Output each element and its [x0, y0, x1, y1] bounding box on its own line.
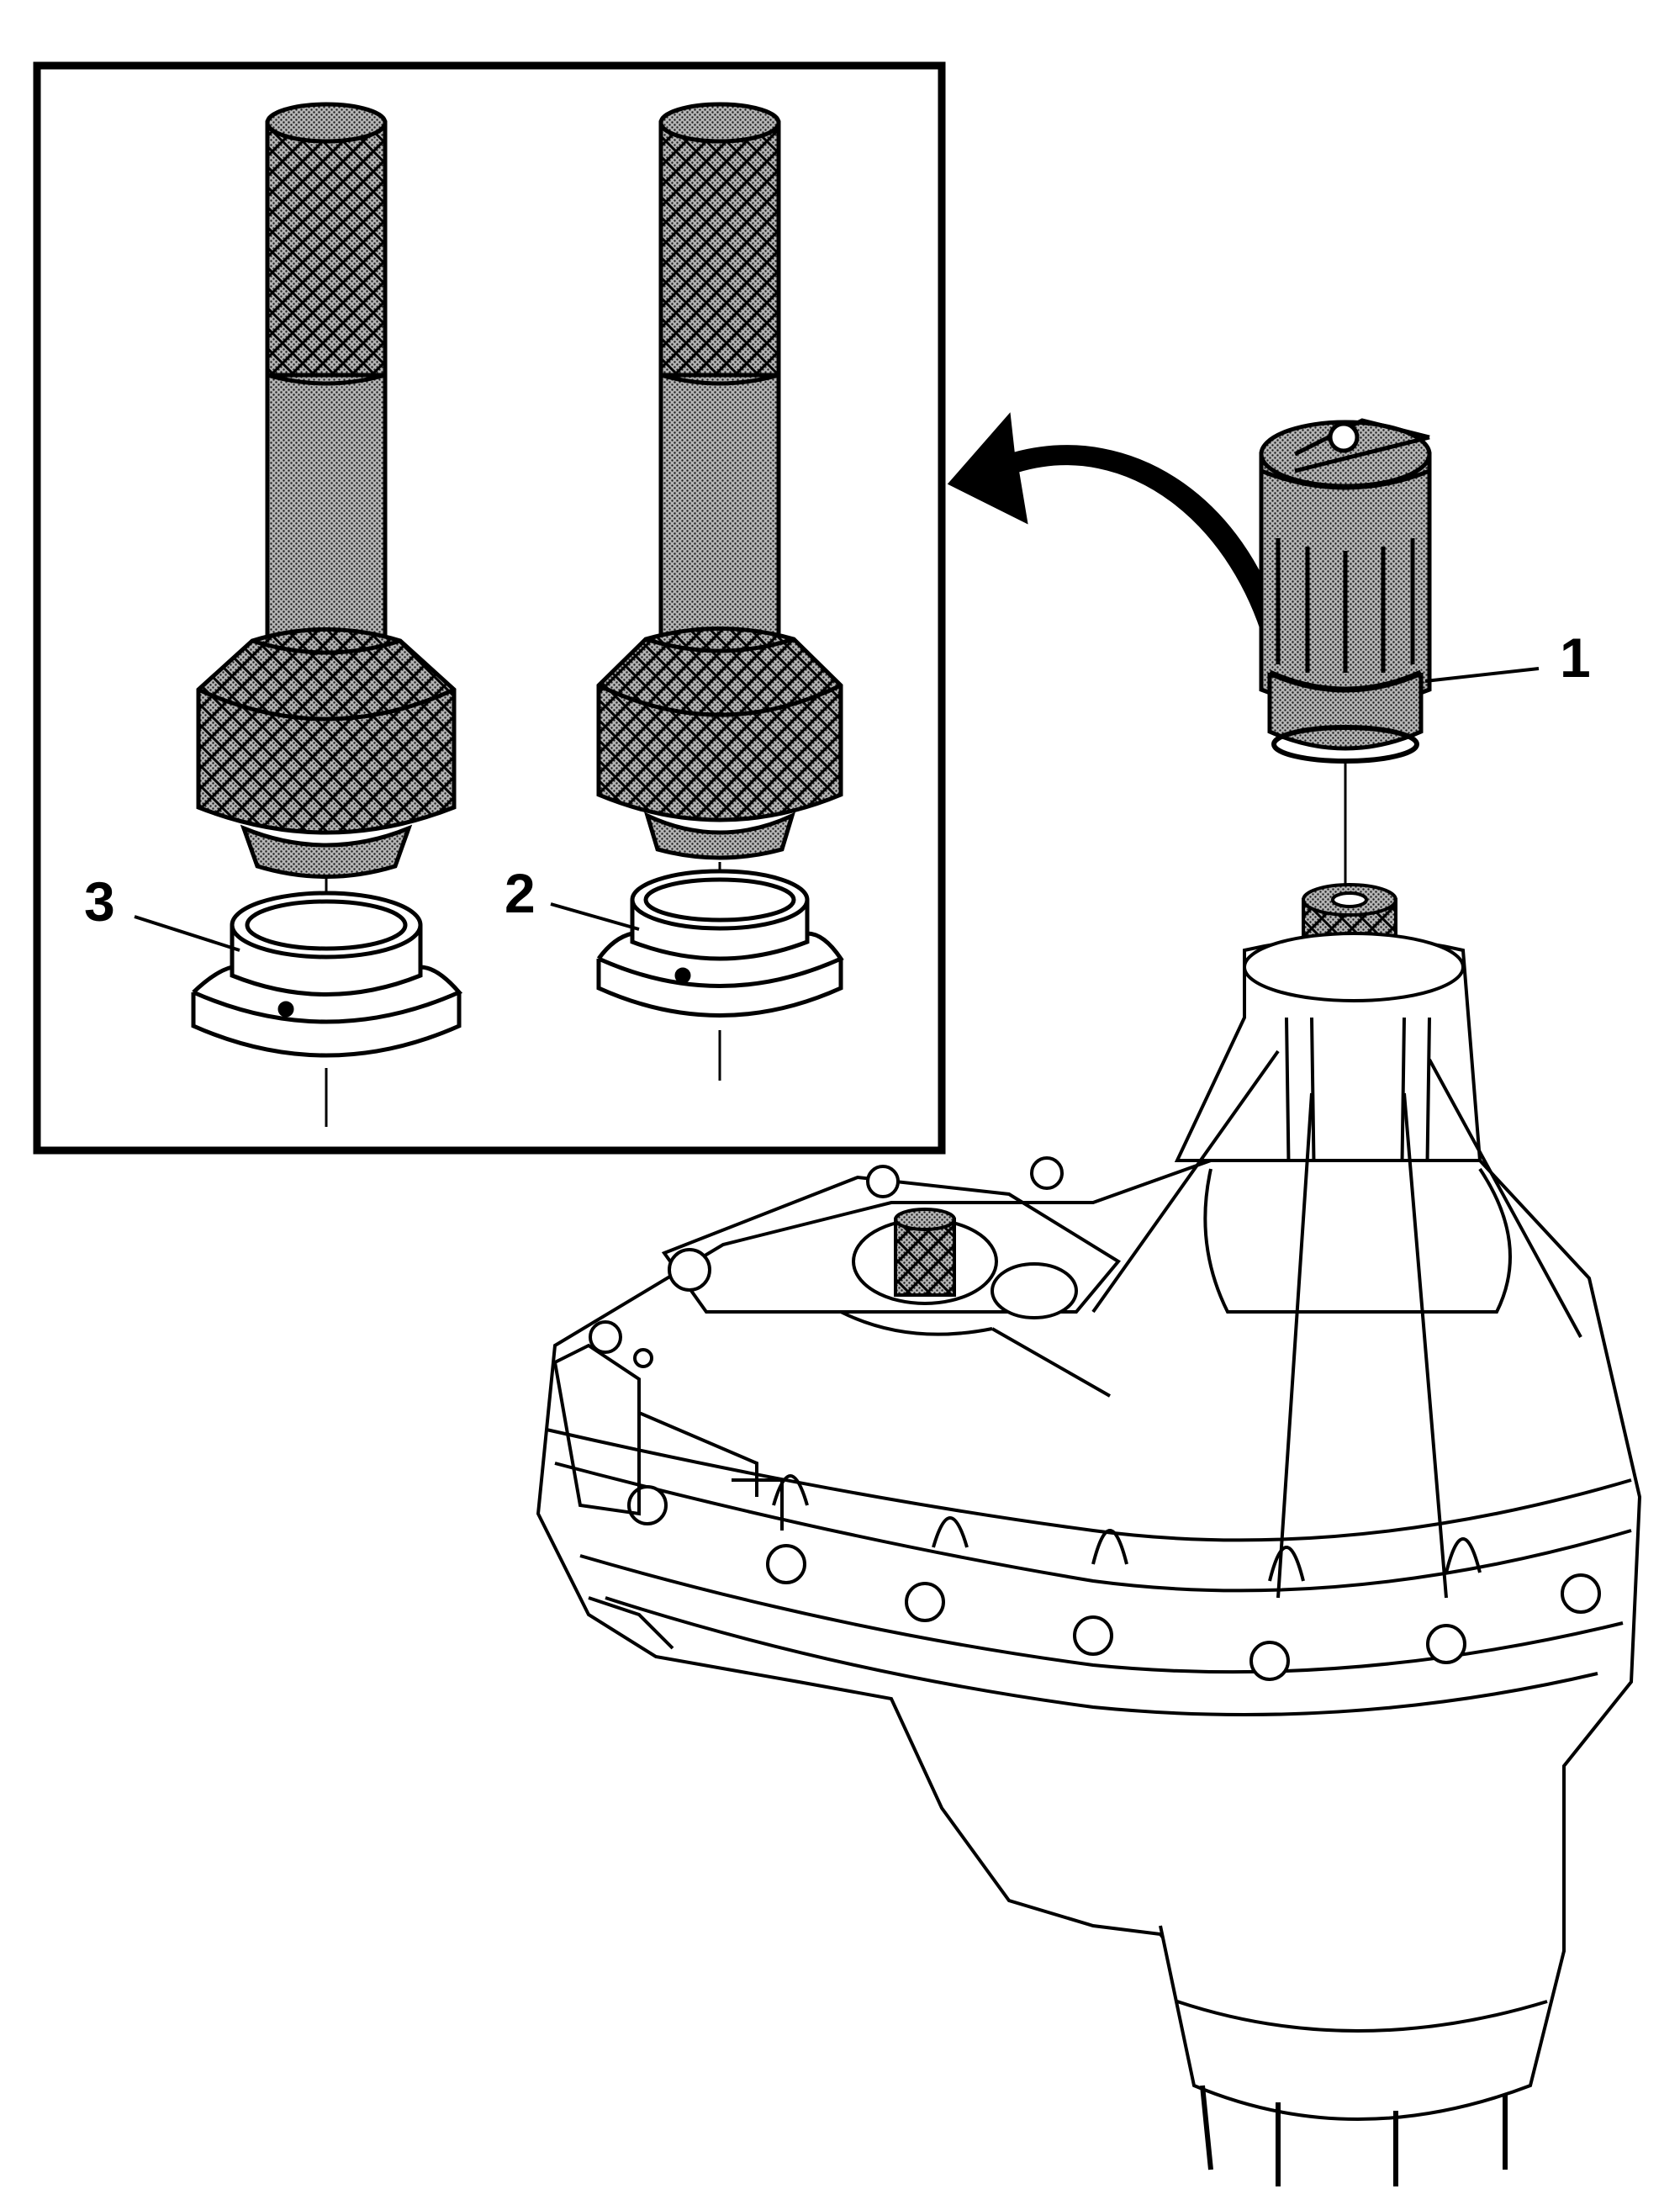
bearing-cup-right [596, 869, 844, 1018]
bearing-cup-left [191, 891, 463, 1058]
component-1-adapter [1259, 418, 1432, 764]
installer-tool-left [196, 102, 457, 879]
curved-arrow-icon [947, 412, 1289, 658]
transfer-case-housing [536, 883, 1642, 2186]
callout-1: 1 [1424, 627, 1591, 689]
installer-tool-right [596, 102, 843, 860]
callout-3-label: 3 [84, 870, 115, 933]
callout-3: 3 [84, 870, 240, 952]
callout-2-label: 2 [505, 862, 536, 924]
callout-1-label: 1 [1560, 627, 1591, 689]
callout-2: 2 [505, 862, 640, 931]
